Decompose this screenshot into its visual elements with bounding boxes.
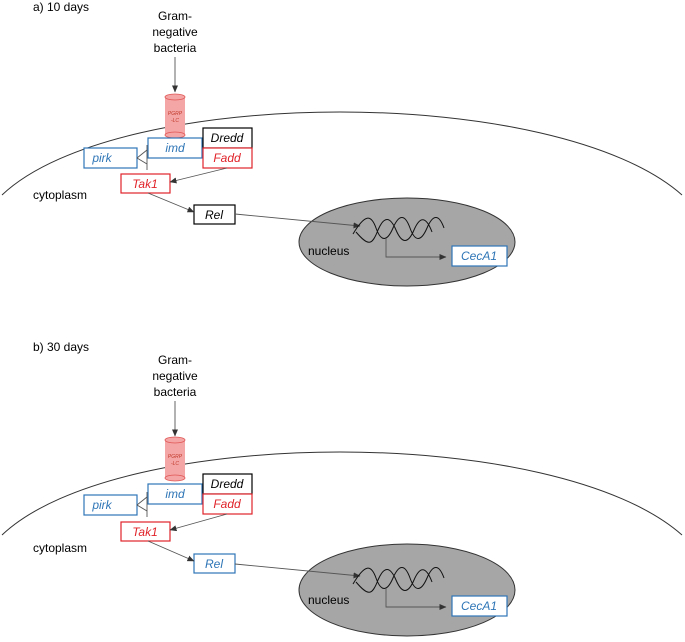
fadd-label: Fadd [213, 151, 241, 165]
pirk-inhibition-line [136, 149, 148, 159]
tak1-label: Tak1 [132, 177, 158, 191]
nucleus-label: nucleus [308, 593, 349, 607]
panel-heading: a) 10 days [33, 0, 89, 14]
bacteria-label-line1: Gram- [158, 9, 192, 23]
receptor-label-line1: PGRP [168, 111, 183, 117]
imd-box [147, 483, 203, 505]
receptor-label-line2: -LC [171, 118, 179, 124]
receptor-label-line1: PGRP [168, 454, 183, 460]
receptor-label-line2: -LC [171, 461, 179, 467]
ceca1-box [451, 595, 508, 617]
dna-to-ceca1-arrow [385, 238, 447, 260]
dna-helix [352, 567, 445, 593]
ceca1-label: CecA1 [461, 599, 497, 613]
cell-membrane [1, 451, 683, 536]
tak1-to-rel-arrow [147, 192, 195, 213]
imd-label: imd [165, 487, 185, 501]
cytoplasm-label: cytoplasm [33, 188, 87, 202]
panel-a: a) 10 days Gram- negative bacteria PGRP … [1, 0, 683, 287]
fadd-label: Fadd [213, 497, 241, 511]
panel-b: b) 30 days Gram- negative bacteria PGRP … [1, 340, 683, 637]
bacteria-label-line2: negative [152, 25, 198, 39]
pgrp-lc-receptor: PGRP -LC [164, 93, 186, 139]
dna-helix [352, 217, 445, 243]
fadd-to-tak1-arrow [169, 167, 228, 184]
bacteria-label-line3: bacteria [154, 385, 197, 399]
bacteria-label-line3: bacteria [154, 41, 197, 55]
tak1-label: Tak1 [132, 525, 158, 539]
rel-to-dna-arrow [234, 213, 361, 229]
bacteria-label-line1: Gram- [158, 353, 192, 367]
pgrp-lc-receptor: PGRP -LC [164, 436, 186, 482]
pirk-label: pirk [91, 151, 112, 165]
dredd-label: Dredd [211, 131, 244, 145]
imd-label: imd [165, 141, 185, 155]
dredd-label: Dredd [211, 477, 244, 491]
fadd-box [202, 147, 253, 169]
panel-heading: b) 30 days [33, 340, 89, 354]
bacteria-label-line2: negative [152, 369, 198, 383]
rel-box [193, 553, 236, 574]
rel-label: Rel [205, 208, 223, 222]
fadd-to-tak1-arrow [169, 513, 228, 532]
pirk-inhibition-line [136, 496, 148, 506]
pirk-label: pirk [91, 498, 112, 512]
dna-to-ceca1-arrow [385, 588, 447, 610]
cell-membrane [1, 111, 683, 196]
imd-box [147, 137, 203, 159]
rel-to-dna-arrow [234, 563, 361, 579]
fadd-box [202, 493, 253, 515]
nucleus [298, 197, 516, 287]
rel-box [193, 204, 236, 225]
rel-label: Rel [205, 557, 223, 571]
pirk-inhibition-line-lower [136, 157, 148, 165]
tak1-box [120, 521, 171, 542]
tak1-to-rel-arrow [147, 540, 195, 562]
ceca1-label: CecA1 [461, 249, 497, 263]
cytoplasm-label: cytoplasm [33, 541, 87, 555]
ceca1-box [451, 245, 508, 267]
nucleus-label: nucleus [308, 244, 349, 258]
tak1-box [120, 173, 171, 194]
pirk-inhibition-line-lower [136, 504, 148, 512]
